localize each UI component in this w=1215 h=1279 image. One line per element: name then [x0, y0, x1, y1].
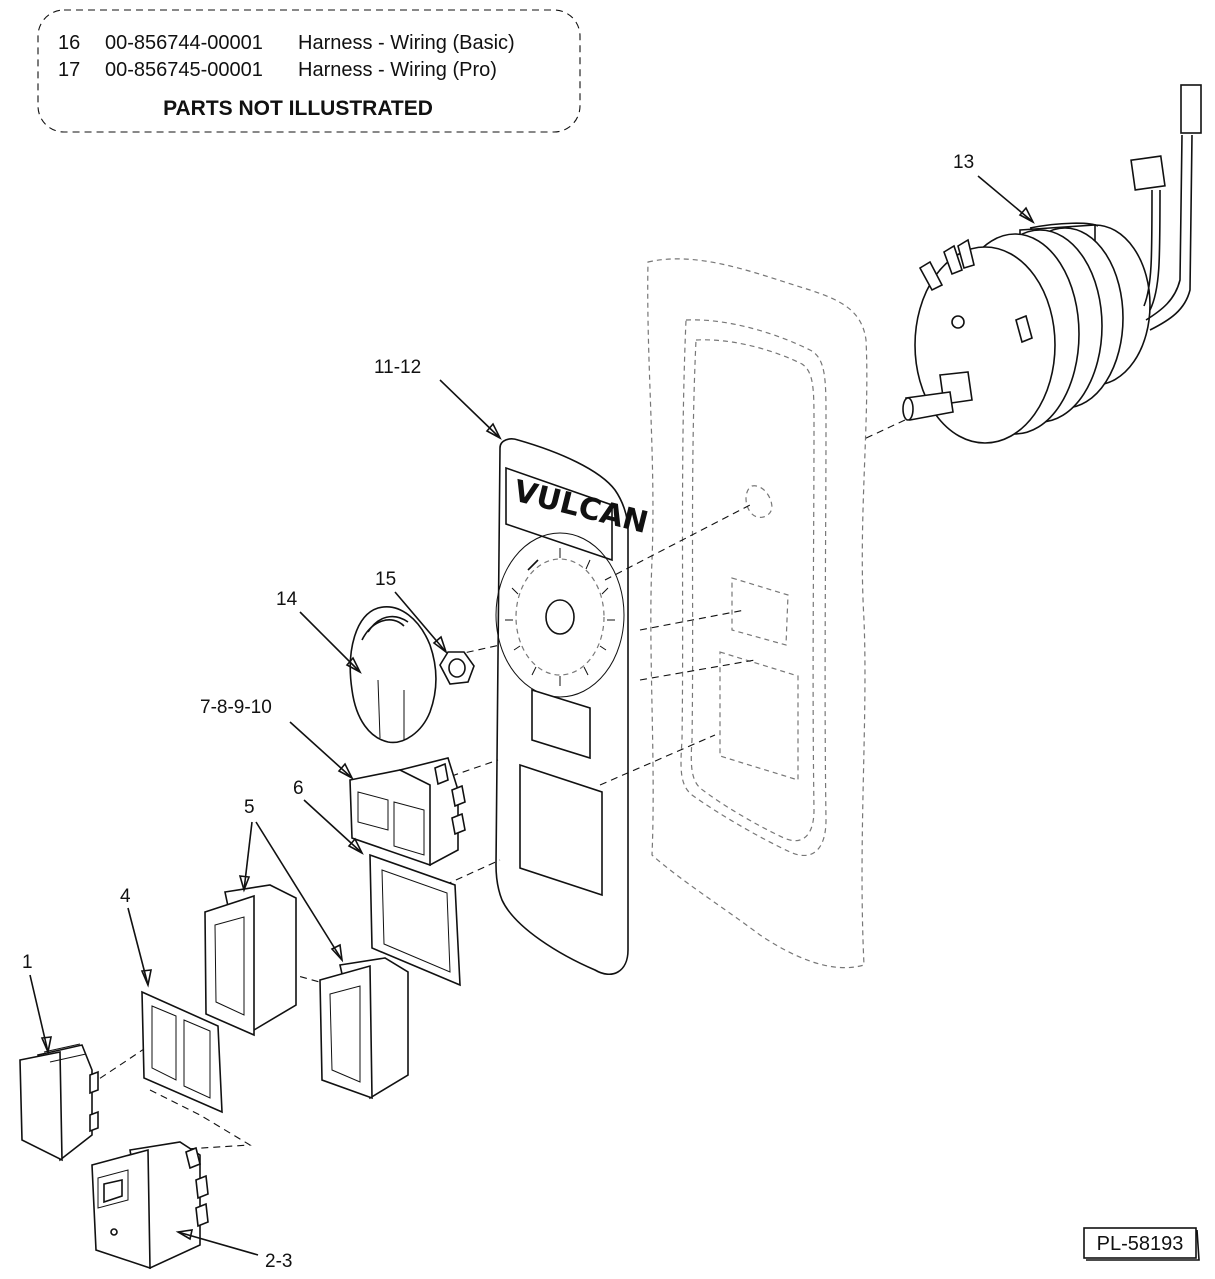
- callout-1: 1: [22, 952, 33, 973]
- callout-13: 13: [953, 152, 974, 173]
- switch-housing-upper: [204, 884, 297, 1037]
- parts-row-16-item: 16: [58, 32, 80, 54]
- control-panel-overlay: VULCAN: [495, 438, 652, 975]
- double-switch-frame: [141, 990, 223, 1114]
- timer-dial: [495, 532, 625, 698]
- rocker-switch-icon: [19, 1043, 99, 1162]
- callout-5: 5: [244, 797, 255, 818]
- switch-housing-lower: [319, 957, 409, 1100]
- assembly-lines: [89, 504, 756, 1151]
- bezel-frame: [369, 853, 461, 987]
- mounting-surface-outline: [647, 258, 868, 969]
- hex-nut-icon: [439, 651, 475, 685]
- parts-row-16-description: Harness - Wiring (Basic): [298, 32, 515, 54]
- callout-14: 14: [276, 589, 298, 610]
- callout-4: 4: [120, 886, 131, 907]
- callouts: 1 2-3 4 5 6 7-8-9-10 11-12 13 14 15: [22, 152, 1035, 1272]
- parts-row-16-part-number: 00-856744-00001: [105, 32, 263, 54]
- switch-assembly: [349, 757, 466, 867]
- parts-row-17-description: Harness - Wiring (Pro): [298, 59, 497, 81]
- timer-knob-icon: [349, 606, 437, 744]
- callout-7-8-9-10: 7-8-9-10: [200, 697, 272, 718]
- lighted-rocker-switch: [91, 1141, 209, 1270]
- drawing-reference-box: PL-58193: [1083, 1227, 1200, 1261]
- callout-2-3: 2-3: [265, 1251, 292, 1272]
- callout-6: 6: [293, 778, 304, 799]
- parts-box-title: PARTS NOT ILLUSTRATED: [163, 97, 433, 120]
- parts-row-17-part-number: 00-856745-00001: [105, 59, 263, 81]
- callout-15: 15: [375, 569, 396, 590]
- parts-row-17-item: 17: [58, 59, 80, 81]
- parts-not-illustrated-box: 16 00-856744-00001 Harness - Wiring (Bas…: [37, 9, 581, 133]
- timer-motor-icon: [861, 84, 1202, 444]
- drawing-reference: PL-58193: [1097, 1233, 1184, 1255]
- callout-11-12: 11-12: [374, 357, 421, 378]
